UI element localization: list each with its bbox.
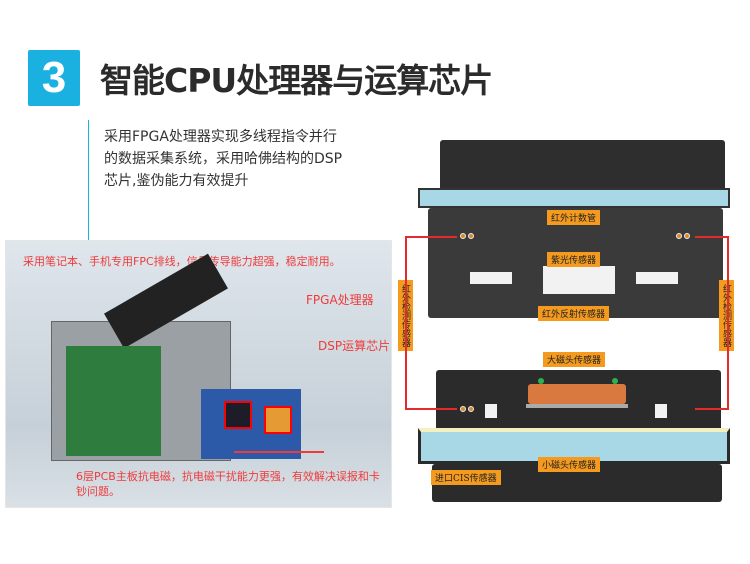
main-pcb [66, 346, 161, 456]
status-led [538, 378, 544, 384]
big-magnetic-head [528, 384, 626, 404]
ir-led [460, 406, 466, 412]
ir-led [676, 233, 682, 239]
upper-glass [418, 188, 730, 208]
ir-led [460, 233, 466, 239]
small-magnetic-label: 小磁头传感器 [538, 457, 601, 472]
big-magnetic-label: 大磁头传感器 [543, 352, 606, 367]
circuit-board-photo: 采用笔记本、手机专用FPC排线，信号传导能力超强，稳定耐用。 FPGA处理器 D… [5, 240, 392, 508]
page-title: 智能CPU处理器与运算芯片 [100, 61, 493, 100]
ir-led [468, 233, 474, 239]
uv-sensor-label: 紫光传感器 [547, 252, 601, 267]
ir-led [684, 233, 690, 239]
small-magnetic-head [485, 404, 497, 418]
connector-line [405, 236, 457, 238]
connector-line [727, 236, 729, 408]
ir-led [468, 406, 474, 412]
connector-line [695, 236, 729, 238]
leader-line [234, 451, 324, 453]
ir-reflect-label: 红外反射传感器 [538, 306, 610, 321]
description-text: 采用FPGA处理器实现多线程指令并行的数据采集系统，采用哈佛结构的DSP芯片,鉴… [104, 129, 343, 189]
section-number-badge: 3 [28, 50, 80, 106]
dsp-annotation: DSP运算芯片 [318, 339, 391, 353]
ir-counter-label: 红外计数管 [547, 210, 601, 225]
connector-line [405, 236, 407, 408]
ir-detect-right-label: 红外检测传感器 [719, 280, 734, 351]
small-magnetic-head [655, 404, 667, 418]
magnetic-head-base [526, 404, 628, 408]
accent-divider [88, 120, 89, 250]
connector-line [695, 408, 729, 410]
fpga-annotation: FPGA处理器 [306, 293, 374, 307]
fpga-chip [224, 401, 252, 429]
dsp-chip [264, 406, 292, 434]
ir-window-left [470, 272, 512, 284]
cis-sensor-label: 进口CIS传感器 [431, 470, 501, 485]
connector-line [405, 408, 457, 410]
fpc-annotation: 采用笔记本、手机专用FPC排线，信号传导能力超强，稳定耐用。 [23, 255, 341, 268]
status-led [612, 378, 618, 384]
pcb-annotation: 6层PCB主板抗电磁，抗电磁干扰能力更强，有效解决误报和卡钞问题。 [76, 470, 380, 498]
uv-window [543, 266, 615, 294]
ir-window-right [636, 272, 678, 284]
